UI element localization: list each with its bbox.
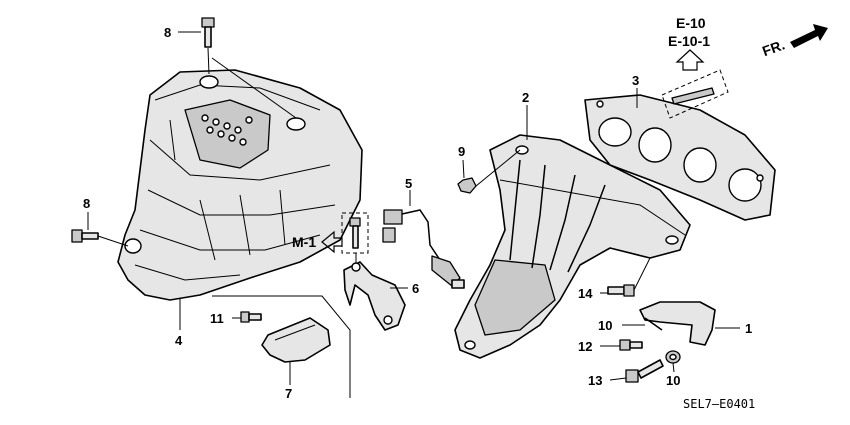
callout-12[interactable]: 12	[578, 339, 592, 354]
callout-11[interactable]: 11	[210, 311, 224, 326]
bolt-13[interactable]	[625, 359, 664, 383]
bolt-8-top[interactable]	[201, 17, 215, 48]
sensor-bolt[interactable]	[341, 212, 369, 254]
manifold-gasket[interactable]	[584, 94, 776, 221]
callout-5[interactable]: 5	[405, 176, 412, 191]
front-label: FR.	[760, 36, 787, 59]
callout-4[interactable]: 4	[175, 333, 183, 348]
pin-10-upper[interactable]	[644, 317, 663, 331]
stud-bolt[interactable]	[661, 69, 729, 119]
ref-m1[interactable]: M-1	[292, 234, 316, 250]
callout-14[interactable]: 14	[578, 286, 593, 301]
ref-e10-1[interactable]: E-10-1	[668, 33, 710, 49]
front-arrow-icon	[790, 24, 828, 48]
arrow-up-icon	[675, 49, 705, 71]
bolt-12[interactable]	[619, 339, 643, 351]
sensor-bracket[interactable]	[343, 261, 406, 331]
lower-cover[interactable]	[261, 317, 331, 363]
callout-10-lower[interactable]: 10	[666, 373, 680, 388]
callout-9[interactable]: 9	[458, 144, 465, 159]
arrow-left-icon	[321, 230, 343, 254]
heat-shield[interactable]	[117, 69, 363, 301]
callout-8-left[interactable]: 8	[83, 196, 90, 211]
washer-10[interactable]	[665, 350, 681, 364]
callout-13[interactable]: 13	[588, 373, 602, 388]
bolt-11[interactable]	[240, 311, 262, 323]
ref-e10[interactable]: E-10	[676, 15, 706, 31]
stay-bracket[interactable]	[639, 301, 716, 346]
callout-2[interactable]: 2	[522, 90, 529, 105]
callout-6[interactable]: 6	[412, 281, 419, 296]
diagram-code: SEL7—E0401	[683, 397, 755, 411]
bolt-8-left[interactable]	[71, 229, 99, 243]
callout-8-top[interactable]: 8	[164, 25, 171, 40]
oxygen-sensor[interactable]	[382, 209, 465, 289]
callout-7[interactable]: 7	[285, 386, 292, 401]
exhaust-manifold[interactable]	[454, 134, 691, 359]
nut-9[interactable]	[457, 177, 477, 194]
callout-10-upper[interactable]: 10	[598, 318, 612, 333]
callout-1[interactable]: 1	[745, 321, 752, 336]
bolt-14[interactable]	[607, 284, 635, 297]
callout-3[interactable]: 3	[632, 73, 639, 88]
